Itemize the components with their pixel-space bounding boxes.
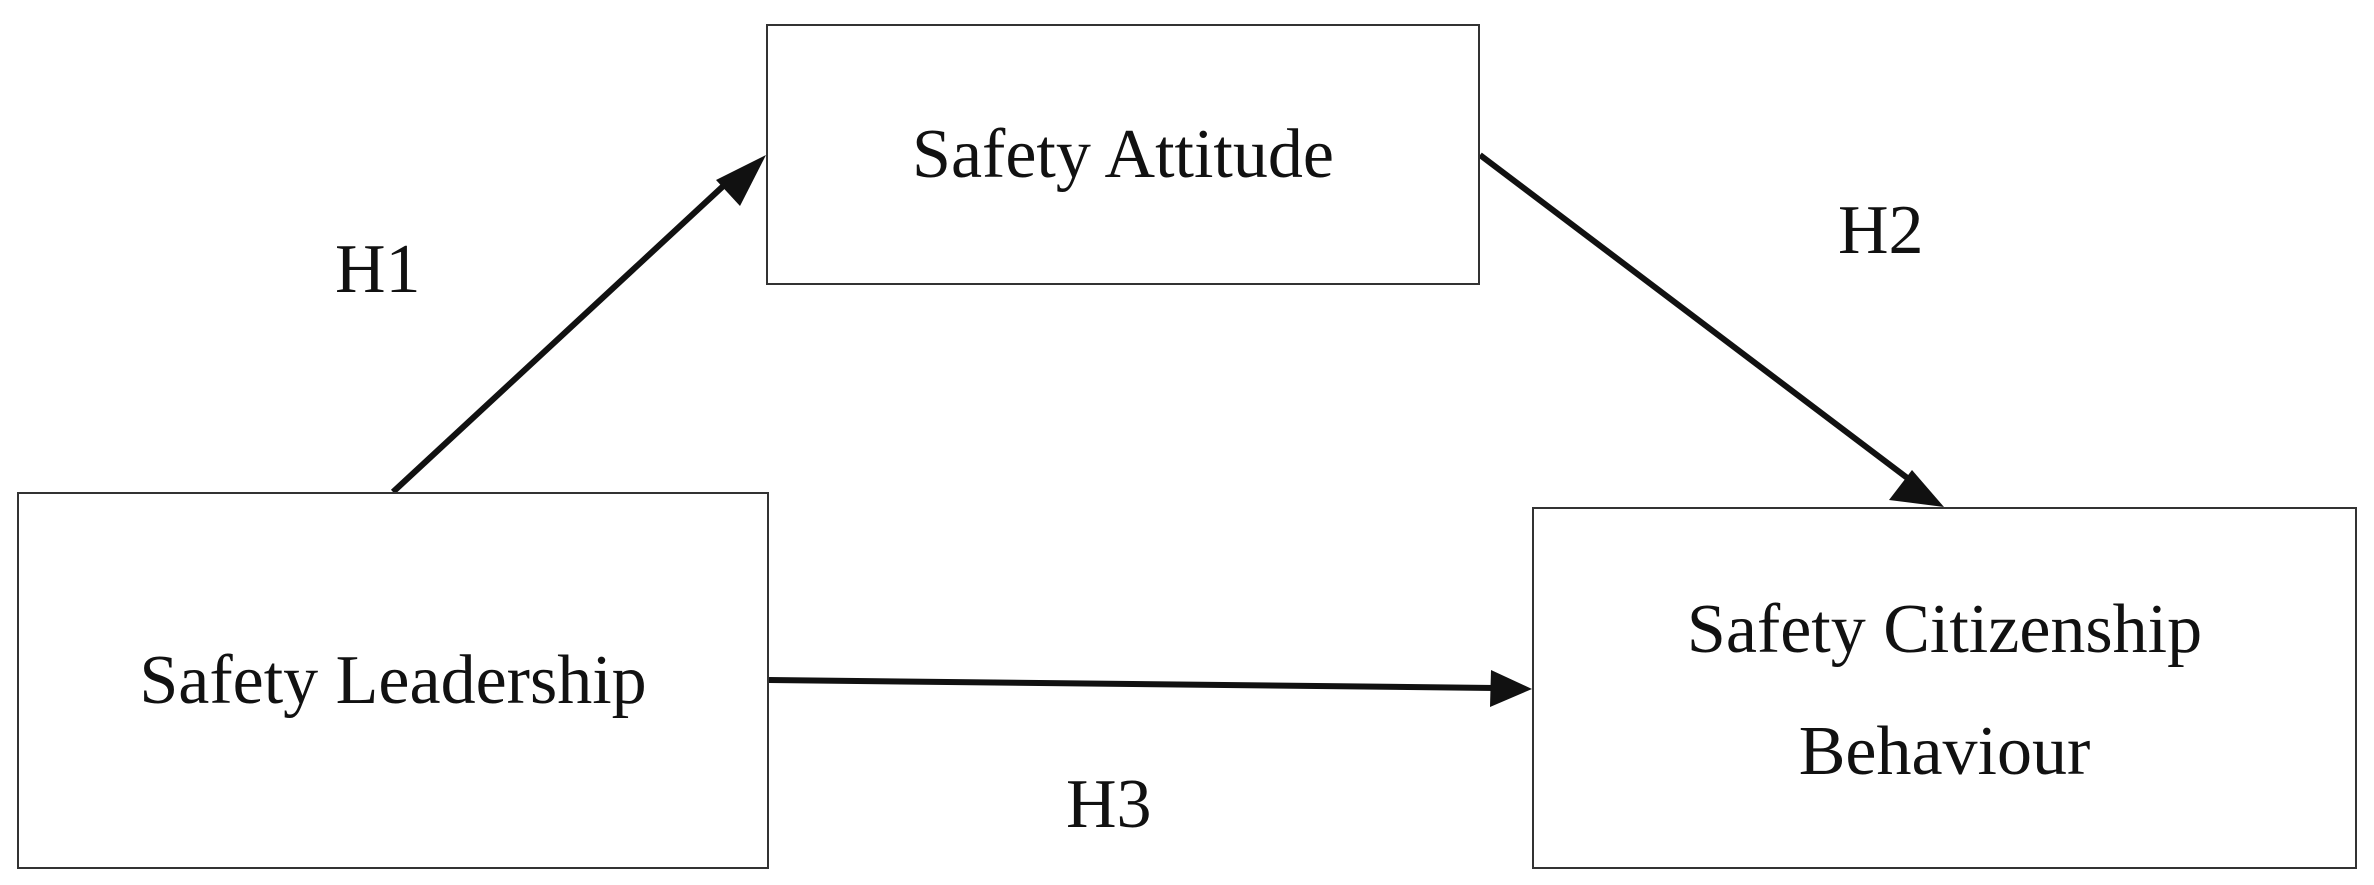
arrow-h2 (1478, 152, 1912, 483)
node-safety-citizenship-behaviour: Safety Citizenship Behaviour (1532, 507, 2357, 869)
edge-label-h2: H2 (1838, 192, 1924, 269)
node-scb-label-line1: Safety Citizenship (1686, 591, 2203, 668)
node-safety-attitude-label: Safety Attitude (912, 115, 1334, 193)
edge-label-h3: H3 (1066, 766, 1152, 843)
arrow-h1 (390, 174, 736, 495)
node-safety-leadership: Safety Leadership (17, 492, 769, 869)
node-scb-label-line2: Behaviour (1798, 713, 2091, 790)
node-safety-attitude: Safety Attitude (766, 24, 1480, 285)
edge-label-h1: H1 (335, 231, 421, 308)
arrow-h3 (768, 677, 1496, 691)
arrowhead-h2 (1889, 470, 1944, 507)
arrowhead-h1 (716, 155, 766, 206)
node-safety-leadership-label: Safety Leadership (139, 641, 647, 719)
arrowhead-h3 (1490, 670, 1532, 707)
